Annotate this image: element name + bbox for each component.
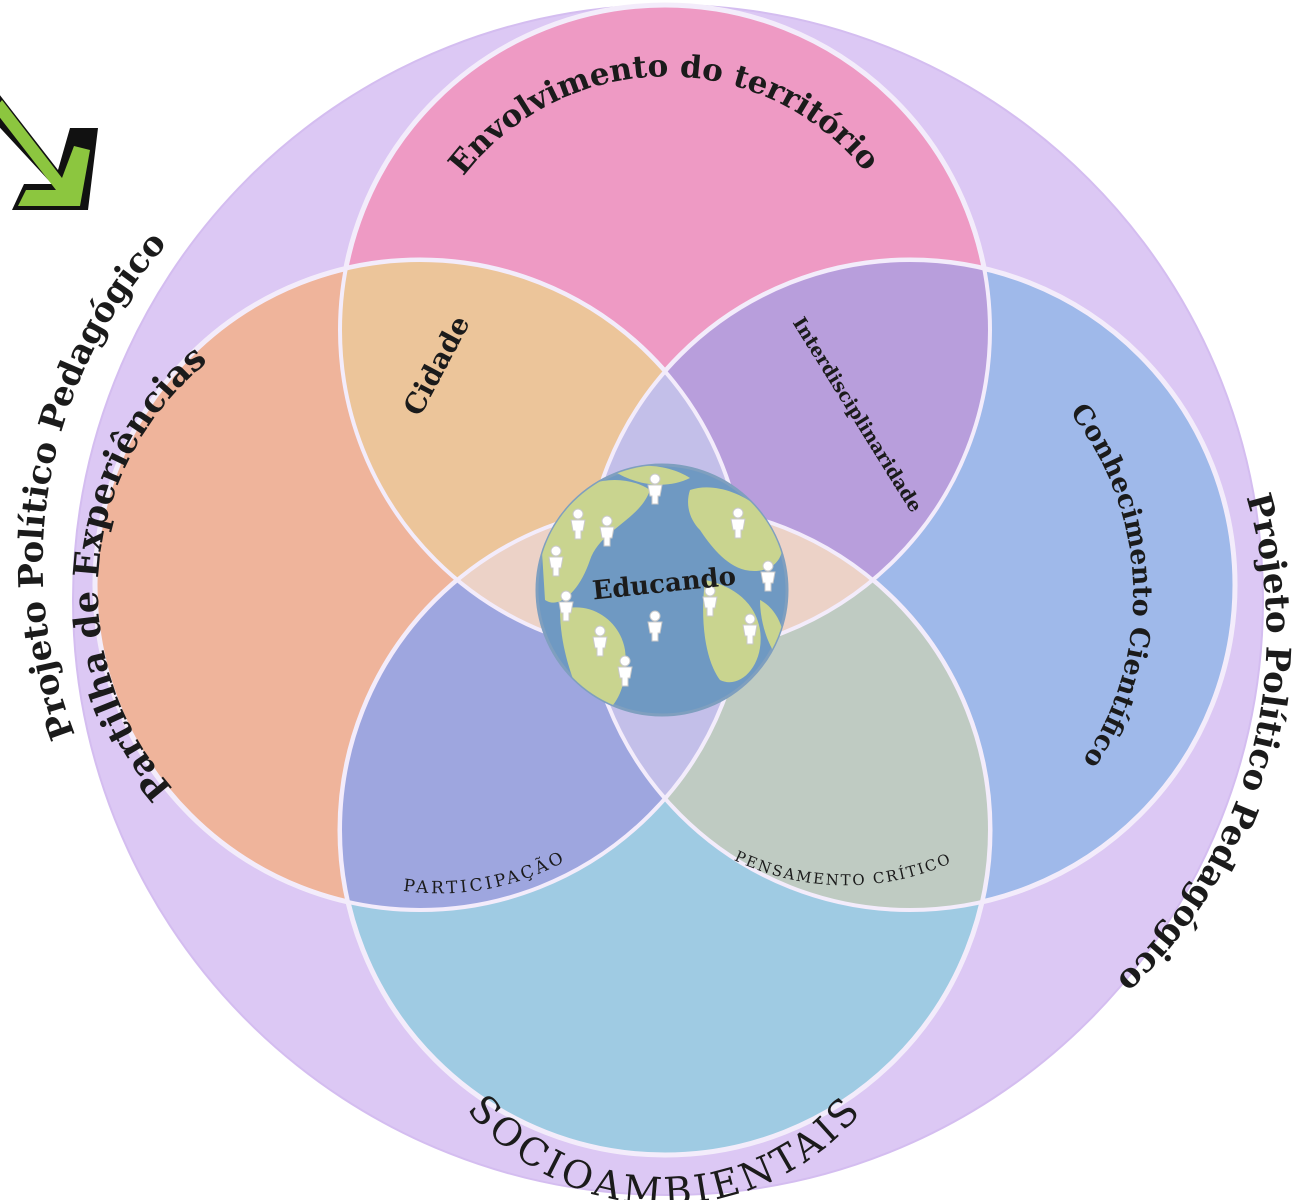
person-icon (730, 507, 746, 539)
person-icon (570, 508, 586, 540)
person-icon (599, 515, 615, 547)
person-icon (742, 613, 758, 645)
person-icon (592, 625, 608, 657)
person-icon (702, 585, 718, 617)
person-icon (647, 473, 663, 505)
person-icon (760, 560, 776, 592)
globe-icon (535, 463, 789, 717)
arrow-down-right-icon (0, 95, 98, 210)
person-icon (558, 590, 574, 622)
person-icon (617, 655, 633, 687)
person-icon (548, 545, 564, 577)
person-icon (647, 610, 663, 642)
